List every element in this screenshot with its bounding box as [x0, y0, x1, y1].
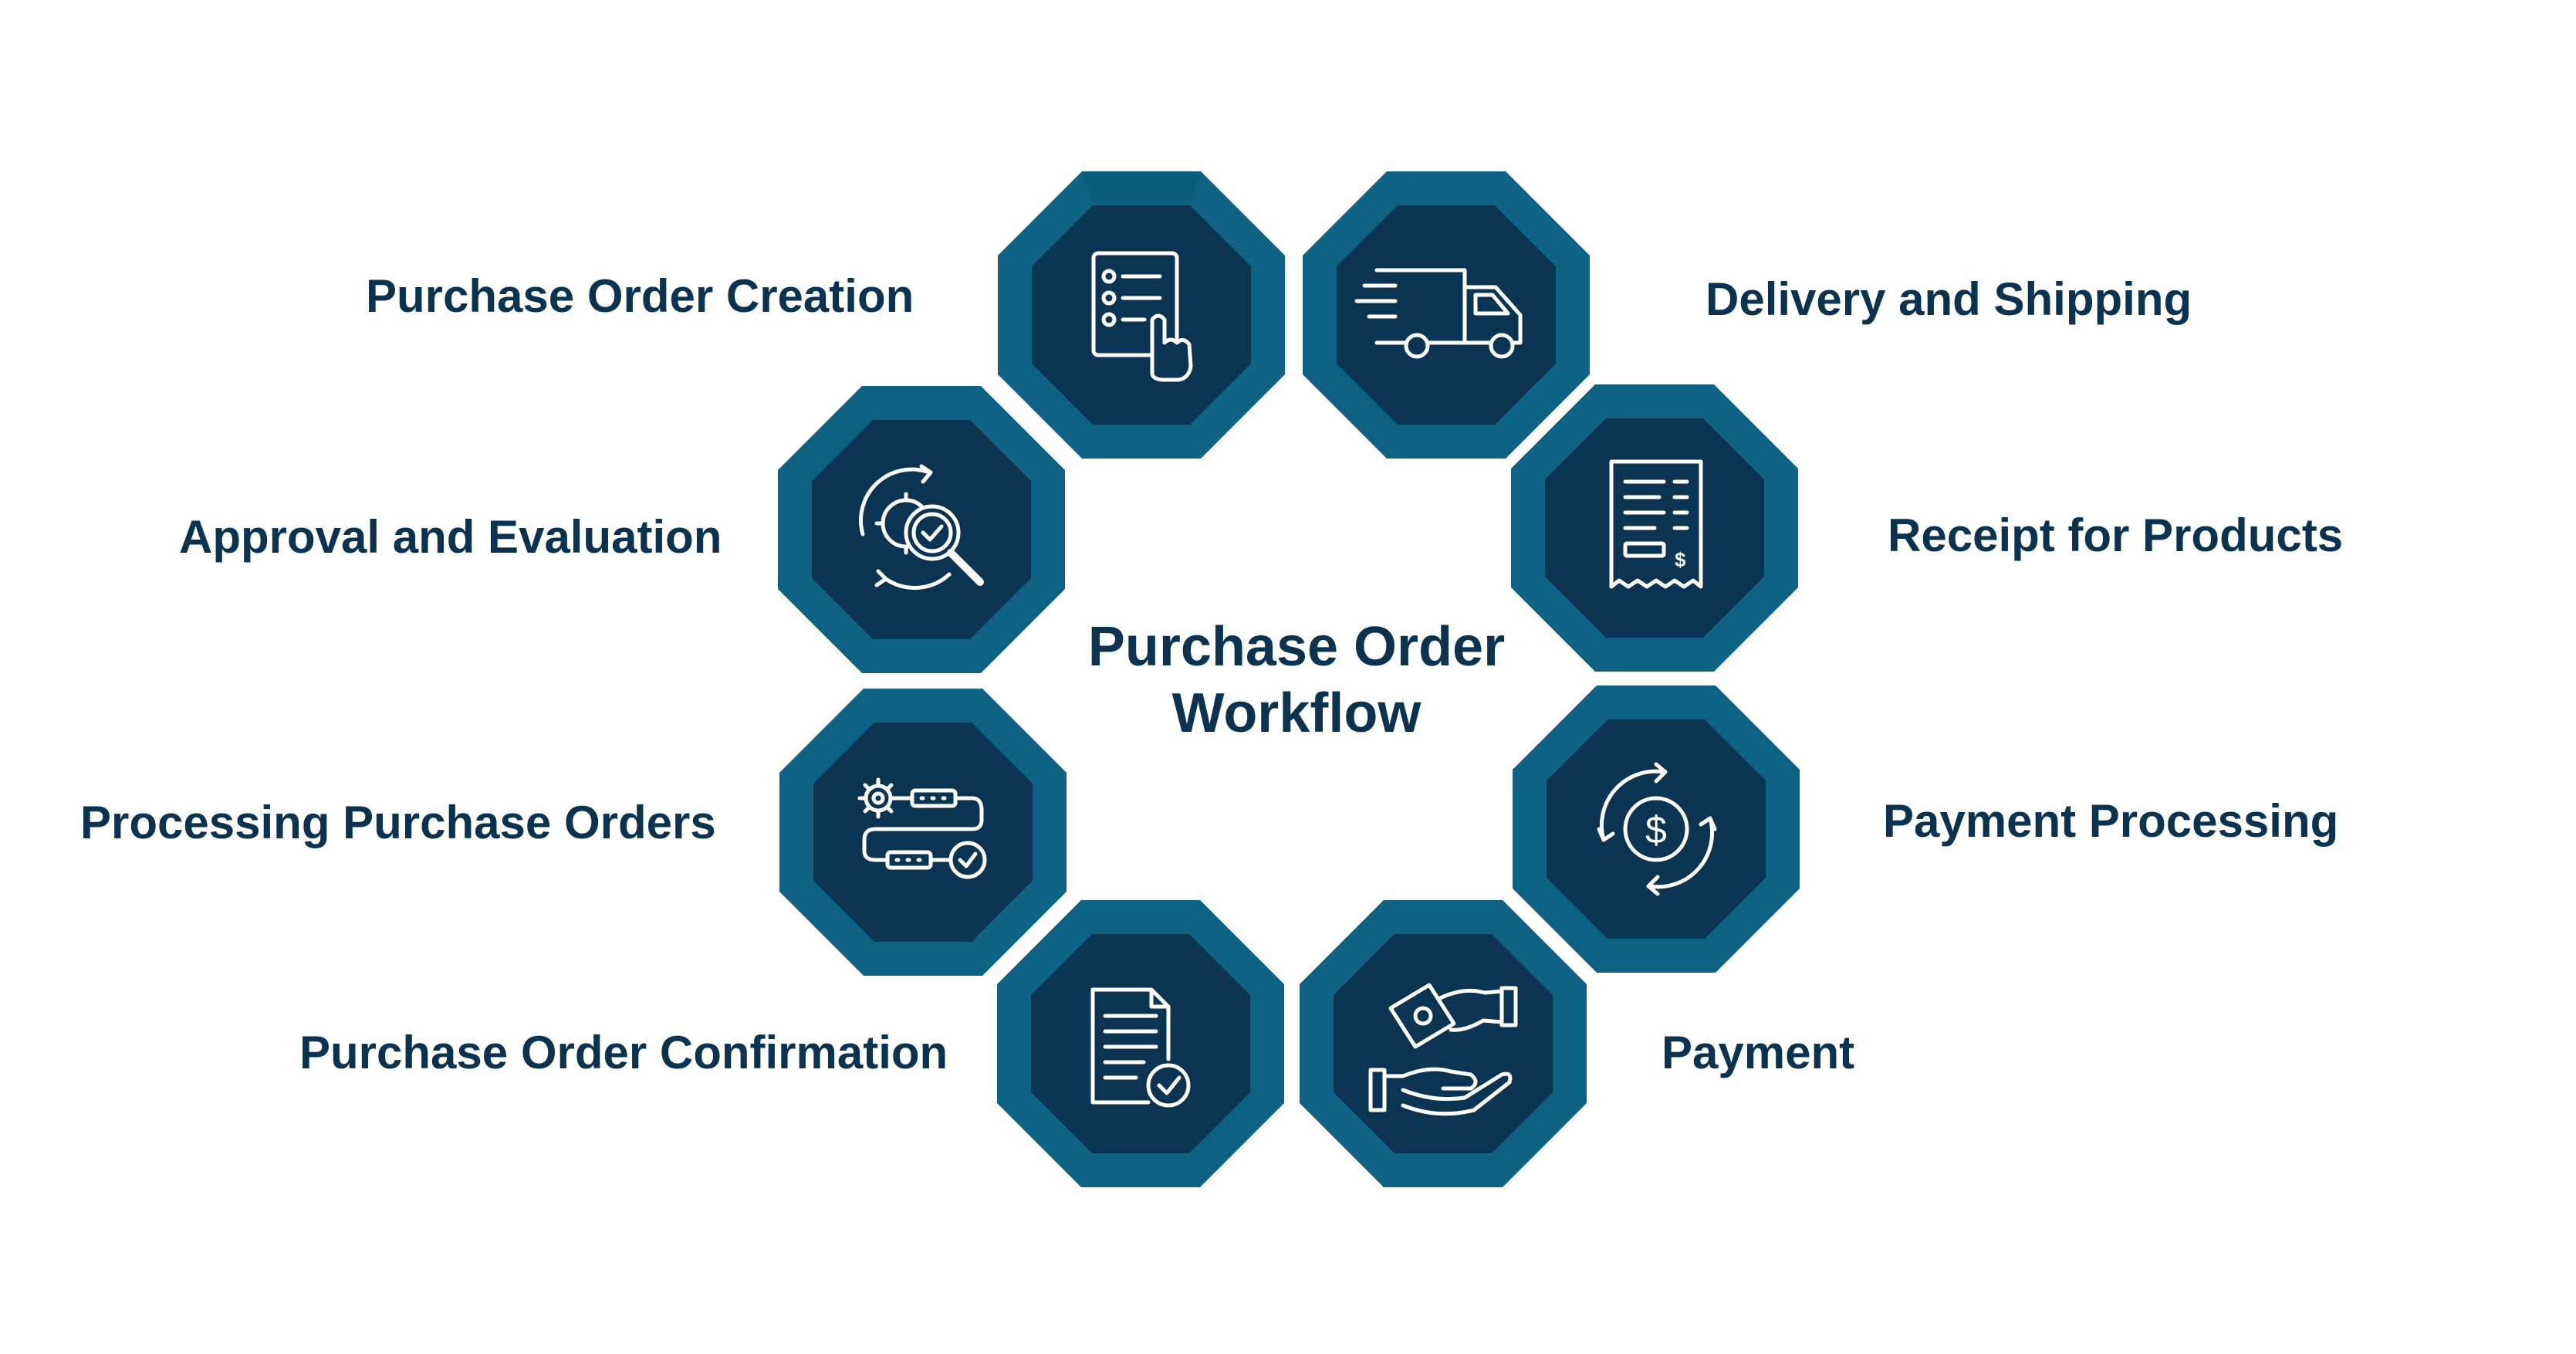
delivery-truck-icon [1354, 268, 1523, 359]
diagram-title: Purchase Order Workflow [1026, 614, 1567, 746]
receipt-icon: $ [1609, 459, 1703, 589]
gear-search-check-icon [859, 464, 984, 590]
title-line-1: Purchase Order [1087, 616, 1506, 678]
title-line-2: Workflow [1171, 682, 1422, 744]
svg-text:$: $ [1675, 548, 1686, 571]
step-node-purchase-order-confirmation [997, 900, 1284, 1187]
step-node-receipt-for-products: $ [1511, 384, 1798, 672]
checklist-touch-icon [1091, 251, 1193, 382]
step-node-delivery-and-shipping [1303, 171, 1590, 459]
label-purchase-order-confirmation: Purchase Order Confirmation [299, 1027, 948, 1078]
label-approval-and-evaluation: Approval and Evaluation [179, 511, 722, 563]
label-processing-purchase-orders: Processing Purchase Orders [80, 797, 716, 848]
workflow-process-icon [857, 777, 987, 879]
dollar-cycle-icon: $ [1597, 762, 1717, 896]
label-payment-processing: Payment Processing [1883, 795, 2339, 847]
step-node-processing-purchase-orders [779, 689, 1067, 976]
document-check-icon [1090, 987, 1191, 1108]
label-delivery-and-shipping: Delivery and Shipping [1706, 273, 2192, 325]
label-payment: Payment [1662, 1027, 1855, 1078]
hand-money-icon [1368, 983, 1518, 1116]
step-node-approval-and-evaluation [778, 386, 1065, 673]
svg-text:$: $ [1645, 808, 1667, 851]
label-purchase-order-creation: Purchase Order Creation [366, 270, 914, 322]
step-node-payment-processing: $ [1513, 685, 1800, 973]
step-node-purchase-order-creation [998, 171, 1285, 459]
step-node-payment [1300, 900, 1587, 1187]
label-receipt-for-products: Receipt for Products [1888, 509, 2344, 561]
